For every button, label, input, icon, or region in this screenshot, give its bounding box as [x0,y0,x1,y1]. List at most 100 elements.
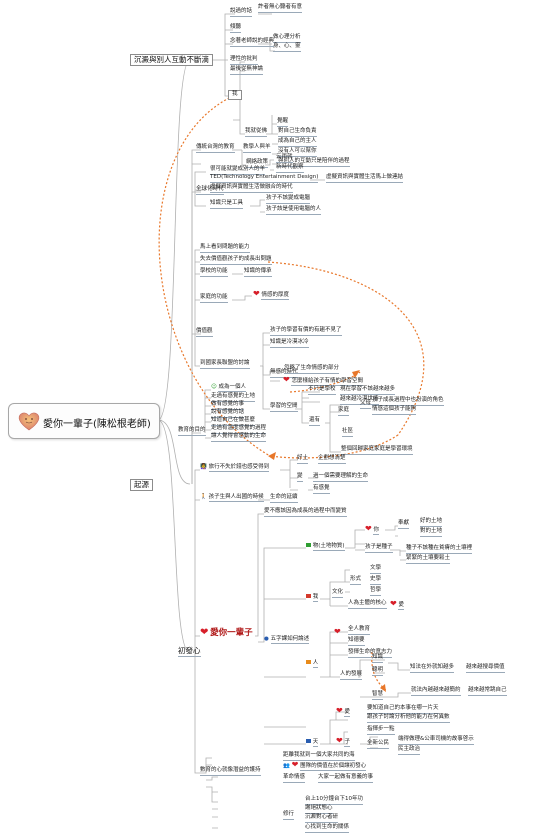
node-travel-a1[interactable]: 企劃想清楚 [318,455,346,464]
node-society[interactable]: 社區 [342,428,354,437]
node-trad-b2[interactable]: 新時代觀察 [276,164,304,173]
node-root[interactable]: 數育的心就像潛益的護持 [200,767,261,776]
node-change-3[interactable]: 成為自己的主人 [278,138,317,147]
node-purpose-3[interactable]: 做有感覺的事 [211,401,245,410]
node-rational[interactable]: 理性的批判 [230,56,258,65]
node-core[interactable]: 人為主體的核心 [348,600,387,609]
node-love[interactable]: ❤ 愛你一輩子 [200,627,253,638]
node-zhi[interactable]: 知識 [372,654,384,663]
node-know[interactable]: 知識只是工具 [210,200,244,209]
node-wen-2[interactable]: 史學 [370,576,382,585]
node-zhi-1[interactable]: 知法在外就知越多 [410,664,455,673]
node-values[interactable]: 價值觀 [196,328,213,337]
node-talk[interactable]: 說過的話 [230,8,253,17]
node-purpose-7[interactable]: 讓人覺得會感動的生命 [211,433,267,442]
node-pub-1[interactable]: 端得做理&公車司機的故事啓示 [398,736,474,745]
node-tian-1[interactable]: 要知道自己的本事在哪一片天 [367,705,439,714]
node-purpose-6[interactable]: 走過有溫度感覺的過程 [211,425,267,434]
node-wen-1[interactable]: 文學 [370,565,382,574]
node-tian[interactable]: 天 [306,738,319,747]
node-wen[interactable]: 文化 [332,589,344,598]
node-ren-c[interactable]: 發揮生命的意志力 [348,649,393,658]
node-learn[interactable]: 學習的空間 [270,403,298,412]
node-r4-4[interactable]: 心找到生命的關係 [305,824,350,833]
node-wise-1[interactable]: 就法內越越來越簡約 [411,687,461,696]
node-r2[interactable]: 👥 ❤ 團隊的價值在於個讓初發心 [283,760,367,771]
node-kid-1[interactable]: 生命的延續 [270,494,298,503]
node-know-2[interactable]: 孩子該是使用電腦的人 [266,206,322,215]
node-discuss[interactable]: 到國家長聯盟的討論 [200,360,250,369]
node-ignore-1[interactable]: 忽略了生命情感的部分 [284,365,340,374]
node-purpose-5[interactable]: 知道自己在做甚麼 [211,417,256,426]
node-parent[interactable]: 父母 [360,400,372,409]
node-ren-b[interactable]: 知德要 [348,637,365,646]
section-interaction[interactable]: 沉澱與別人互動不斷滴 [130,54,213,66]
section-origin[interactable]: 起源 [130,479,153,491]
node-change[interactable]: 我就從佛 [245,128,268,137]
node-ignore[interactable]: 無感的時代 [270,369,298,378]
node-purpose-4[interactable]: 說有感覺的話 [211,409,245,418]
node-ni-a[interactable]: 奉獻 [398,520,410,529]
node-parent-2[interactable]: 情感這個孩子能夠 [372,406,417,415]
node-wise-2[interactable]: 越來越常跳自己 [468,687,507,696]
node-five[interactable]: ● 五字課如何論述 [264,636,310,644]
node-growth[interactable]: 人的發展 [340,671,363,680]
node-society-1[interactable]: 整個回歸家庭家庭是學習環境 [341,446,413,455]
section-initial-intention[interactable]: 初發心 [178,646,201,657]
node-mind-sub[interactable]: 身、心、靈 [273,43,301,52]
node-talk-note[interactable]: 許者無心聽者有意 [258,4,303,13]
node-travel[interactable]: 👩‍🏫 旅行不失於錢也感受得到 [200,464,270,472]
node-hai[interactable]: 孩子是種子 [365,544,393,553]
node-purpose[interactable]: 教育的目的 [178,427,206,436]
node-global[interactable]: 全球化時代 [196,186,224,195]
node-tian-2[interactable]: 跟孩子討論分析他的能力在何異數 [367,714,450,723]
node-ted[interactable]: TED(Technology Entertainment Design) [210,174,319,183]
node-wo[interactable]: 我 [306,593,319,602]
node-travel-b1[interactable]: 過一個需要理解的生命 [313,473,369,482]
node-change-5[interactable]: 與別人的互動只是陪伴的過程 [278,158,350,167]
node-ren-a[interactable]: 全人教育 [348,626,371,635]
node-r1[interactable]: 距離我就到一個大家共同的海 [283,752,355,761]
node-core-love[interactable]: ❤ 愛 [390,599,404,610]
node-wise[interactable]: 智慧 [372,691,384,700]
node-pub-2[interactable]: 民主政治 [398,746,421,755]
node-ren[interactable]: 人 [306,659,319,668]
node-change-4[interactable]: 沒有人可以幫你 [278,148,317,157]
node-r3[interactable]: 革命情感 [283,774,306,783]
node-change-2[interactable]: 對自己生命負責 [278,128,317,137]
node-travel-a[interactable]: 好土 [297,455,309,464]
node-tian-love[interactable]: ❤ 愛 [336,706,350,717]
node-r4[interactable]: 修行 [283,811,295,820]
node-hai-2[interactable]: 緊緊的土壤要鬆土 [406,555,451,564]
node-wu[interactable]: 物(土地物質) [306,542,345,551]
node-purpose-1[interactable]: ☺ 成為一個人 [211,384,246,392]
node-ted-note[interactable]: 虛擬資訊與實體生活馬上做連結 [326,174,404,183]
node-shi[interactable]: ❤ 子 [336,736,350,747]
node-trad-a[interactable]: 教學人與羊 [243,144,271,153]
node-ni-a2[interactable]: 對的土地 [420,528,443,537]
node-school-1[interactable]: 現在學習不該越來越多 [340,386,396,395]
node-pub[interactable]: 全新公民 [367,740,390,749]
node-values-c1[interactable]: 知識的傳承 [244,268,272,277]
node-trad-b1[interactable]: 云雨就 [276,154,293,163]
node-school-2[interactable]: 越來越冷漠世情 [340,396,379,405]
node-listen[interactable]: 傾聽 [230,24,242,33]
node-r3-1[interactable]: 大家一起做有意義的事 [318,774,374,783]
node-global-a[interactable]: 很可能就變成別人的羊 [210,166,266,175]
node-ni-a1[interactable]: 好的土地 [420,518,443,527]
node-values-b[interactable]: 失去價值觀孩子的成長出問題 [200,256,272,265]
node-values-a[interactable]: 馬上看到問題的能力 [200,244,250,253]
node-ignore-2[interactable]: ❤ 怎麼樣給孩子有情的學習空間 [283,375,363,386]
node-mind[interactable]: 念著老師說的經典 [230,38,275,47]
node-shi-a[interactable]: 指揮步一點 [367,726,395,735]
node-r4-2[interactable]: 謝絕狀態心 [305,805,333,814]
node-know-1[interactable]: 孩子不該變成電腦 [266,195,311,204]
node-final[interactable]: 最後從無神論 [230,66,264,75]
node-trad-b[interactable]: 網絡政策 [246,159,269,168]
node-skill[interactable]: 聰明 [372,667,384,676]
node-xing[interactable]: 形式 [350,576,362,585]
node-me[interactable]: 我 [228,90,242,100]
node-also[interactable]: 還有 [309,417,321,426]
node-family-1[interactable]: ❤ 情感的厚度 [253,289,289,300]
node-hai-1[interactable]: 種子不該種在貧瘠的土壤裡 [406,545,473,554]
